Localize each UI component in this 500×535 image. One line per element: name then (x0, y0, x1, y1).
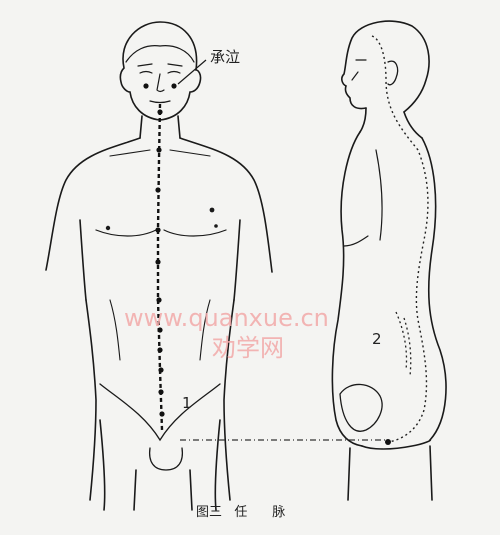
front-collarbones (109, 149, 211, 157)
perineum-point (385, 439, 391, 445)
front-figure (45, 21, 273, 511)
front-chest (95, 229, 227, 237)
nipple-left (105, 225, 111, 231)
point-label-leader (177, 59, 207, 85)
ren-meridian-side (371, 35, 429, 445)
front-head-outline (119, 21, 202, 121)
front-arm-inner (79, 219, 241, 301)
meridian-point (156, 147, 162, 153)
side-ear (387, 60, 399, 86)
side-figure-marker: 2 (372, 330, 382, 348)
figure-caption: 图三 任 脉 (196, 505, 285, 520)
meridian-point (158, 389, 164, 395)
meridian-point (156, 297, 162, 303)
front-nipples (105, 207, 218, 231)
nipple-right (209, 207, 215, 213)
point-label-chengqi: 承泣 (210, 48, 240, 66)
side-front (331, 131, 363, 447)
side-back (421, 137, 447, 441)
watermark-name: 劝学网 (212, 334, 284, 362)
side-meridian-path (371, 35, 429, 443)
side-head-outline (341, 20, 430, 113)
side-leg (347, 439, 433, 501)
front-legs (99, 419, 221, 511)
chengqi-left-point (143, 83, 149, 89)
side-figure (331, 20, 447, 501)
front-neck (139, 115, 181, 139)
side-buttock (339, 383, 383, 432)
front-torso-outline (45, 137, 273, 273)
front-waist (85, 299, 235, 501)
ren-meridian-front (155, 103, 165, 431)
watermark-url: www.quanxue.cn (124, 304, 329, 332)
side-chest (343, 235, 369, 247)
meridian-point (157, 327, 163, 333)
front-groin (99, 383, 221, 442)
meridian-point (155, 227, 161, 233)
meridian-point (157, 347, 163, 353)
front-abdomen (109, 299, 211, 361)
side-arm (375, 149, 383, 241)
meridian-point (158, 367, 164, 373)
front-mouth (149, 100, 171, 104)
front-nose (156, 73, 165, 93)
meridian-point (159, 411, 165, 417)
side-neck (359, 107, 423, 139)
front-eyes (139, 70, 181, 74)
meridian-point (155, 259, 161, 265)
side-face (351, 59, 367, 81)
ren-meridian-line (156, 103, 164, 431)
side-meridian-branch (395, 311, 412, 377)
front-hairline (125, 45, 195, 63)
nipple-right-2 (214, 224, 218, 228)
face-acupoints (143, 83, 177, 89)
front-figure-marker: 1 (182, 394, 192, 412)
front-eyebrows (137, 63, 183, 67)
chengqi-right-point (171, 83, 177, 89)
meridian-point (155, 187, 161, 193)
front-genitals (148, 447, 184, 471)
meridian-point (157, 109, 163, 115)
